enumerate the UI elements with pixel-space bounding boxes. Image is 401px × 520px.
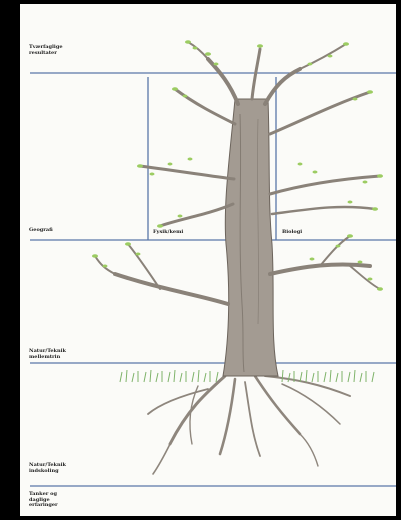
diagram-canvas: Tværfaglige resultater Geografi Fysik/ke… bbox=[20, 4, 396, 516]
label-geografi: Geografi bbox=[29, 228, 53, 234]
label-natur-teknik-indskoling: Natur/Teknik indskoling bbox=[29, 463, 66, 474]
label-fysik-kemi: Fysik/kemi bbox=[153, 230, 183, 236]
tree-trunk bbox=[223, 99, 278, 376]
tree-illustration bbox=[20, 4, 396, 516]
label-tanker-og-daglige-erfaringer: Tanker og daglige erfaringer bbox=[29, 492, 58, 509]
label-biologi: Biologi bbox=[282, 230, 302, 236]
label-tvaerfaglige: Tværfaglige resultater bbox=[29, 45, 63, 56]
tree-roots bbox=[148, 376, 350, 474]
label-natur-teknik-mellemtrin: Natur/Teknik mellemtrin bbox=[29, 349, 66, 360]
